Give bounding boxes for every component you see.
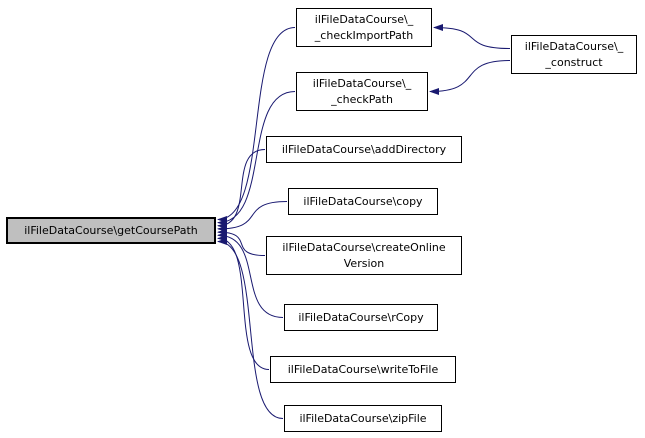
- call-edge-construct-to-checkPath: [429, 60, 511, 95]
- node-construct[interactable]: ilFileDataCourse\_ _construct: [511, 35, 637, 74]
- node-copy[interactable]: ilFileDataCourse\copy: [288, 188, 438, 215]
- node-label: ilFileDataCourse\copy: [303, 194, 423, 208]
- node-label: ilFileDataCourse\_ _construct: [524, 39, 624, 69]
- node-label: ilFileDataCourse\writeToFile: [287, 362, 439, 376]
- node-label: ilFileDataCourse\getCoursePath: [24, 223, 198, 237]
- node-createonlineversion[interactable]: ilFileDataCourse\createOnline Version: [266, 236, 462, 275]
- node-adddirectory[interactable]: ilFileDataCourse\addDirectory: [266, 136, 462, 163]
- call-edge-copy-to-getCoursePath: [217, 201, 288, 233]
- call-edge-createOnlineVersion-to-getCoursePath: [217, 228, 266, 256]
- node-label: ilFileDataCourse\rCopy: [298, 310, 424, 324]
- call-edge-checkImportPath-to-getCoursePath: [217, 27, 296, 223]
- call-edge-addDirectory-to-getCoursePath: [217, 149, 266, 230]
- node-label: ilFileDataCourse\_ _checkPath: [312, 76, 412, 106]
- call-edge-writeToFile-to-getCoursePath: [217, 234, 270, 370]
- node-getcoursepath: ilFileDataCourse\getCoursePath: [6, 217, 216, 244]
- node-label: ilFileDataCourse\zipFile: [299, 411, 427, 425]
- node-label: ilFileDataCourse\addDirectory: [281, 142, 447, 156]
- node-checkimportpath[interactable]: ilFileDataCourse\_ _checkImportPath: [296, 8, 432, 47]
- node-rcopy[interactable]: ilFileDataCourse\rCopy: [284, 304, 438, 331]
- call-edge-construct-to-checkImportPath: [433, 24, 511, 49]
- node-label: ilFileDataCourse\_ _checkImportPath: [314, 12, 414, 42]
- node-checkpath[interactable]: ilFileDataCourse\_ _checkPath: [296, 72, 428, 111]
- node-label: ilFileDataCourse\createOnline Version: [282, 240, 446, 270]
- node-zipfile[interactable]: ilFileDataCourse\zipFile: [284, 405, 442, 432]
- node-writetofile[interactable]: ilFileDataCourse\writeToFile: [270, 356, 456, 383]
